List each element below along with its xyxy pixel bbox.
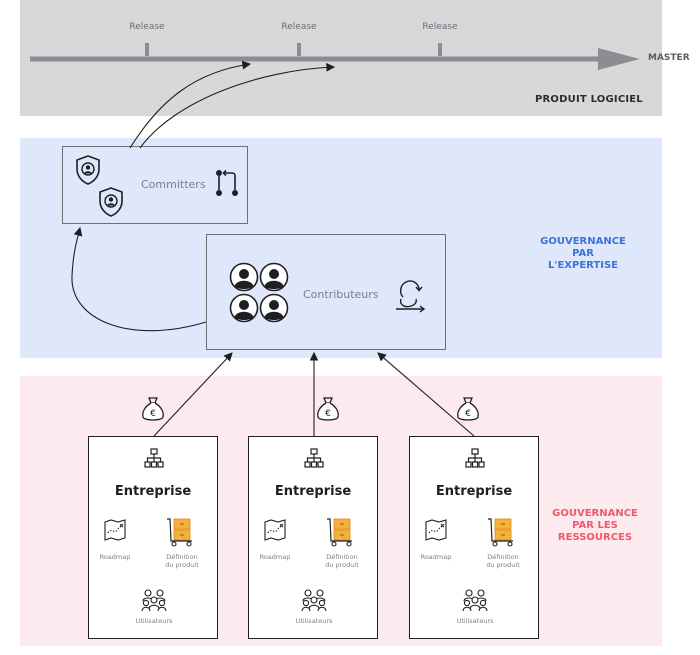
definition-line: Définition <box>166 553 198 561</box>
entreprise-1-to-contributeurs-arrow <box>153 352 233 437</box>
contributors-avatars <box>229 262 289 323</box>
contributeurs-to-committers-arrow <box>71 226 207 332</box>
utilisateurs-label: Utilisateurs <box>456 617 494 625</box>
refresh-loop-icon <box>396 280 426 313</box>
label-line: RESSOURCES <box>557 532 633 543</box>
user-icon <box>229 262 259 292</box>
users-group-icon <box>141 589 167 612</box>
release-tick <box>438 43 442 56</box>
entreprise-card: Entreprise Roadmap Définition du produit… <box>409 436 539 639</box>
money-bag-euro-icon: € <box>317 397 339 421</box>
map-icon <box>425 519 447 541</box>
users-group-icon <box>462 589 488 612</box>
definition-line: du produit <box>486 561 520 569</box>
contributeurs-box: Contributeurs <box>206 234 446 350</box>
release-label: Release <box>129 22 165 32</box>
money-bag-euro-icon: € <box>457 397 479 421</box>
roadmap-label: Roadmap <box>259 553 291 561</box>
git-merge-icon <box>216 169 238 196</box>
product-cart-icon <box>167 518 192 547</box>
map-icon <box>264 519 286 541</box>
committers-box: Committers <box>62 146 248 224</box>
definition-label: Définition du produit <box>315 553 369 569</box>
definition-line: du produit <box>165 561 199 569</box>
utilisateurs-label: Utilisateurs <box>135 617 173 625</box>
release-tick <box>297 43 301 56</box>
org-chart-icon <box>465 448 485 468</box>
user-icon <box>259 293 289 323</box>
contributeurs-label: Contributeurs <box>303 288 379 301</box>
org-chart-icon <box>304 448 324 468</box>
definition-line: Définition <box>487 553 519 561</box>
release-tick <box>145 43 149 56</box>
svg-text:€: € <box>465 409 471 419</box>
committers-to-release-arrow <box>129 60 252 149</box>
label-line: PAR LES <box>572 520 618 531</box>
release-label: Release <box>281 22 317 32</box>
product-cart-icon <box>488 518 513 547</box>
entreprise-title: Entreprise <box>435 484 513 499</box>
users-group-icon <box>301 589 327 612</box>
gouvernance-ressources-label: GOUVERNANCE PAR LES RESSOURCES <box>540 508 650 544</box>
utilisateurs-label: Utilisateurs <box>295 617 333 625</box>
product-cart-icon <box>327 518 352 547</box>
definition-line: du produit <box>325 561 359 569</box>
master-label: MASTER <box>648 53 690 63</box>
user-icon <box>259 262 289 292</box>
user-icon <box>229 293 259 323</box>
entreprise-3-to-contributeurs-arrow <box>377 352 475 437</box>
roadmap-label: Roadmap <box>420 553 452 561</box>
committers-label: Committers <box>141 178 206 191</box>
master-arrowhead <box>598 48 640 70</box>
committers-to-master-arrow <box>139 62 336 149</box>
definition-label: Définition du produit <box>476 553 530 569</box>
entreprise-title: Entreprise <box>274 484 352 499</box>
label-line: L'EXPERTISE <box>548 260 618 271</box>
shield-user-icon <box>99 187 123 217</box>
gouvernance-expertise-label: GOUVERNANCE PAR L'EXPERTISE <box>528 236 638 272</box>
org-chart-icon <box>144 448 164 468</box>
svg-text:€: € <box>150 409 156 419</box>
produit-logiciel-label: PRODUIT LOGICIEL <box>535 94 643 105</box>
entreprise-card: Entreprise Roadmap Définition du produit… <box>248 436 378 639</box>
expertise-governance-band <box>20 138 662 358</box>
money-bag-euro-icon: € <box>142 397 164 421</box>
definition-line: Définition <box>326 553 358 561</box>
entreprise-title: Entreprise <box>114 484 192 499</box>
label-line: GOUVERNANCE <box>552 508 638 519</box>
label-line: GOUVERNANCE <box>540 236 626 247</box>
definition-label: Définition du produit <box>155 553 209 569</box>
map-icon <box>104 519 126 541</box>
release-label: Release <box>422 22 458 32</box>
svg-text:€: € <box>325 409 331 419</box>
entreprise-card: Entreprise Roadmap Définition du produit… <box>88 436 218 639</box>
roadmap-label: Roadmap <box>99 553 131 561</box>
shield-user-icon <box>76 155 100 185</box>
label-line: PAR <box>572 248 594 259</box>
